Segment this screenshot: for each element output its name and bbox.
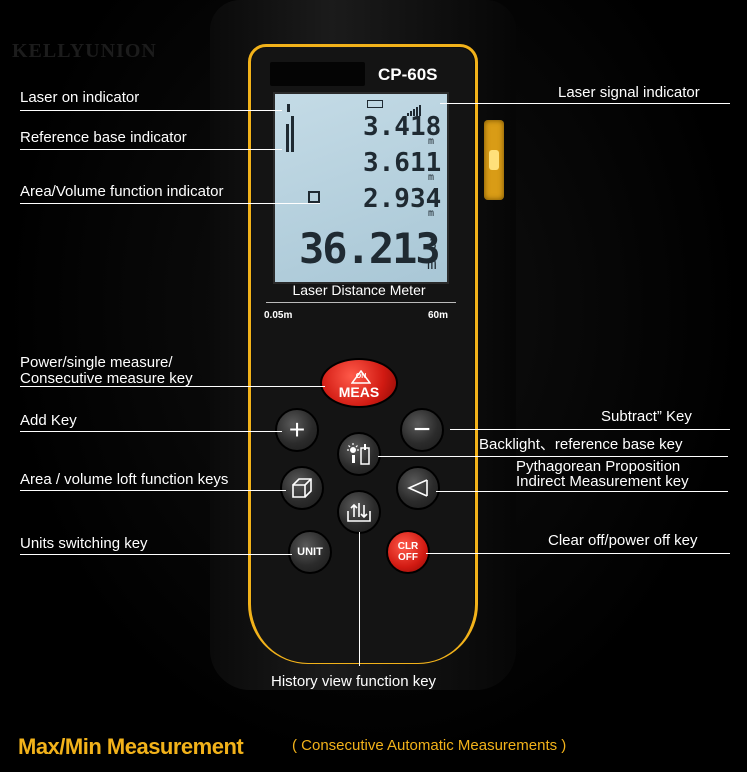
lcd-unit-1: m <box>428 136 435 147</box>
range-scale-line <box>266 302 456 303</box>
lcd-line-2: 3.611 <box>363 148 442 178</box>
unit-button[interactable]: UNIT <box>288 530 332 574</box>
callout-backlight-key: Backlight、reference base key <box>479 436 683 453</box>
callout-power-line2: Consecutive measure key <box>20 370 193 387</box>
history-button[interactable] <box>337 490 381 534</box>
callout-line-subtract-key <box>450 429 730 430</box>
callout-add-key: Add Key <box>20 412 77 429</box>
device-caption: Laser Distance Meter <box>292 282 426 298</box>
callout-line-power <box>20 386 325 387</box>
callout-line-area-volume-indicator <box>20 203 320 204</box>
lcd-unit-2: m <box>428 172 435 183</box>
callout-line-add-key <box>20 431 282 432</box>
callout-line-history-key <box>359 532 360 666</box>
range-max-label: 60m <box>428 310 449 321</box>
callout-area-volume-keys: Area / volume loft function keys <box>20 471 229 488</box>
callout-line-laser-on <box>20 110 282 111</box>
meas-label: MEAS <box>338 384 380 400</box>
reference-base-icon <box>286 116 296 152</box>
backlight-reference-button[interactable] <box>337 432 381 476</box>
backlight-reference-icon <box>347 443 370 465</box>
lcd-main-unit: m <box>427 254 437 273</box>
callout-pythagorean-line1: Pythagorean Proposition <box>516 458 681 475</box>
callout-history-key: History view function key <box>271 673 437 690</box>
add-button[interactable]: + <box>275 408 319 452</box>
callout-line-backlight-key <box>378 456 728 457</box>
footer-title: Max/Min Measurement <box>18 734 244 759</box>
area-volume-icon <box>308 191 320 203</box>
meas-power-button[interactable]: ON MEAS <box>320 358 398 408</box>
laser-on-icon <box>287 104 290 112</box>
callout-line-reference-base <box>20 149 282 150</box>
history-arrows-icon <box>347 503 371 522</box>
on-triangle-icon: ON <box>350 369 372 384</box>
callout-line-clear-key <box>426 553 730 554</box>
callout-laser-on: Laser on indicator <box>20 89 140 106</box>
callout-subtract-key: Subtract” Key <box>601 408 692 425</box>
triangle-angle-icon <box>407 479 428 497</box>
callout-pythagorean-line2: Indirect Measurement key <box>516 473 689 490</box>
off-label: OFF <box>398 552 418 563</box>
battery-icon <box>367 100 383 108</box>
clr-label: CLR <box>397 541 419 552</box>
lcd-main-unit-exponent: 3 <box>429 238 437 253</box>
lcd-display: 3.418 m 3.611 m 2.934 m 36.213 3 m <box>273 92 449 284</box>
callout-line-laser-signal <box>440 103 730 104</box>
callout-area-volume-indicator: Area/Volume function indicator <box>20 183 224 200</box>
callout-clear-key: Clear off/power off key <box>548 532 698 549</box>
callout-power-line1: Power/single measure/ <box>20 354 173 371</box>
laser-window <box>270 62 365 86</box>
brand-watermark: KELLYUNION <box>12 40 157 62</box>
area-volume-button[interactable] <box>280 466 324 510</box>
footer-subtitle: ( Consecutive Automatic Measurements ) <box>292 737 567 754</box>
callout-laser-signal: Laser signal indicator <box>558 84 700 101</box>
callout-reference-base: Reference base indicator <box>20 129 187 146</box>
callout-units-key: Units switching key <box>20 535 148 552</box>
bubble-level <box>484 120 504 200</box>
meas-on-label: ON <box>355 373 367 380</box>
callout-line-pythagorean <box>436 491 728 492</box>
callout-line-units-key <box>20 554 292 555</box>
pythagorean-button[interactable] <box>396 466 440 510</box>
footer-banner: Max/Min Measurement ( Consecutive Automa… <box>0 722 747 772</box>
lcd-main-reading: 36.213 <box>299 224 441 273</box>
lcd-line-1: 3.418 <box>363 112 442 142</box>
lcd-line-3: 2.934 <box>363 184 442 214</box>
subtract-button[interactable]: − <box>400 408 444 452</box>
range-min-label: 0.05m <box>264 310 293 321</box>
signal-icon <box>407 98 422 116</box>
lcd-unit-3: m <box>428 208 435 219</box>
callout-line-area-volume-keys <box>20 490 286 491</box>
model-label: CP-60S <box>378 65 438 84</box>
cube-icon <box>292 478 312 498</box>
